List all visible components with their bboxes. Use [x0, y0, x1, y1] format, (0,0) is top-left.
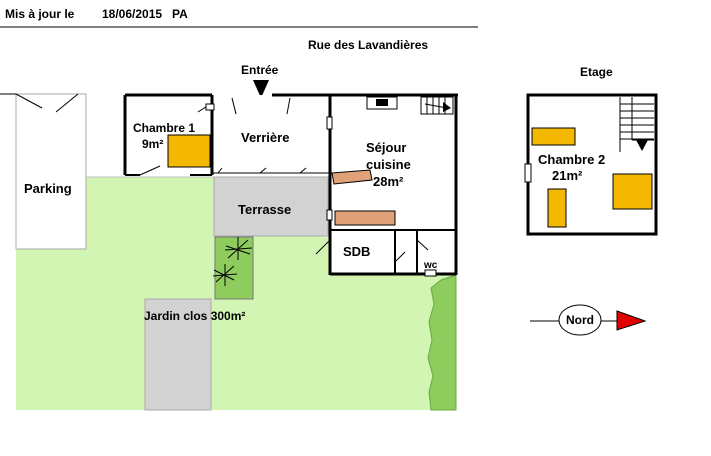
sdb-label: SDB [343, 244, 370, 259]
compass-badge [558, 304, 602, 336]
sejour-room [330, 95, 456, 273]
garden-label: Jardin clos 300m² [144, 309, 245, 323]
terrace-label: Terrasse [238, 202, 291, 217]
window [205, 103, 215, 111]
sejour-label: Séjour [366, 140, 406, 155]
bed-chambre2 [547, 188, 567, 228]
update-date: 18/06/2015 [102, 7, 162, 21]
plant-icon [212, 264, 238, 286]
bed-chambre2 [612, 173, 653, 210]
chambre1-area: 9m² [142, 137, 163, 151]
fireplace-hearth [376, 99, 388, 106]
parking-area [15, 93, 87, 250]
window [326, 209, 333, 221]
hedge [427, 274, 457, 411]
door-swings [139, 97, 429, 263]
street-name: Rue des Lavandières [308, 38, 428, 52]
driveway [144, 298, 212, 411]
parking-gate-left [15, 93, 43, 109]
kitchen-counter [334, 210, 396, 226]
chambre2-area: 21m² [552, 168, 583, 183]
compass-label: Nord [566, 313, 594, 327]
stairs-arrow-icon [443, 102, 451, 112]
chambre2-name: Chambre 2 [538, 152, 605, 167]
upper-stairs-arrow-icon [636, 140, 648, 151]
sejour-area: 28m² [373, 174, 404, 189]
stairs-icon [420, 96, 454, 115]
bed-chambre2 [531, 127, 576, 146]
wc-fixture [424, 269, 437, 277]
parking-label: Parking [24, 181, 72, 196]
plant-icon [224, 237, 253, 260]
entrance-label: Entrée [241, 63, 279, 77]
verriere-room [212, 95, 330, 173]
kitchen-counter [331, 169, 373, 185]
updated-label: Mis à jour le [5, 7, 75, 21]
verriere-label: Verrière [241, 130, 289, 145]
parking-gate-right [55, 93, 79, 113]
chambre1-name: Chambre 1 [133, 121, 195, 135]
cuisine-label: cuisine [366, 157, 411, 172]
window [326, 116, 333, 130]
entrance-arrow-icon [253, 80, 269, 98]
north-arrow-icon [616, 310, 647, 331]
floor-label: Etage [580, 65, 613, 79]
author-initials: PA [172, 7, 188, 21]
bed-chambre1 [167, 134, 211, 168]
interior-walls [125, 174, 456, 274]
terrace-area [213, 176, 329, 237]
planter-strip [214, 236, 254, 300]
wc-label: wc [423, 260, 438, 271]
window [524, 163, 532, 183]
